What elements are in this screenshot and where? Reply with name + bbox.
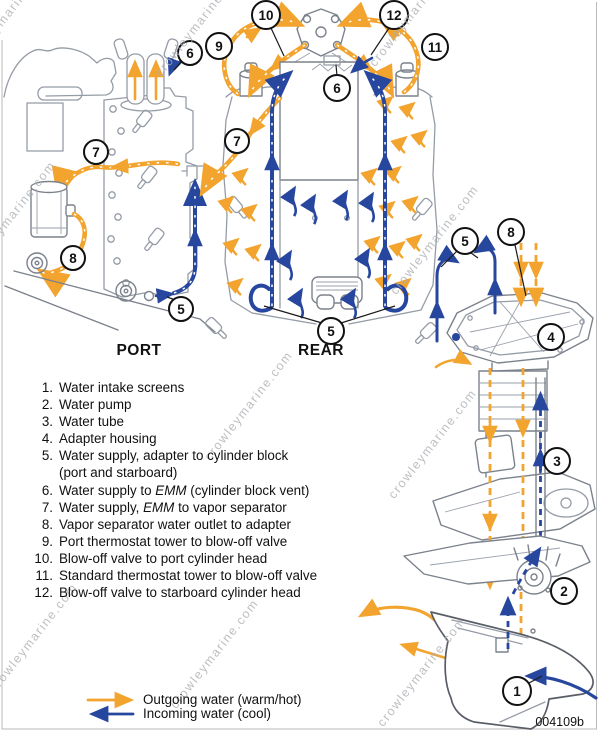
callout-6-port: 6 [177, 40, 203, 66]
callout-4: 4 [537, 323, 565, 351]
incoming-water-label: Incoming water (cool) [143, 706, 272, 721]
port-hose-5 [143, 165, 207, 304]
rear-hose-5-port-side [248, 69, 294, 313]
callout-6-rear: 6 [323, 74, 351, 102]
callout-10: 10 [251, 0, 281, 30]
svg-text:5: 5 [327, 324, 335, 339]
list-item: 10.Blow-off valve to port cylinder head [34, 550, 268, 566]
rear-emm-vent-arrow [350, 55, 374, 74]
svg-text:7: 7 [233, 134, 241, 149]
svg-text:6: 6 [186, 46, 194, 61]
svg-text:2: 2 [560, 584, 568, 599]
list-item: 9.Port thermostat tower to blow-off valv… [41, 533, 288, 549]
list-item: 8.Vapor separator water outlet to adapte… [41, 516, 291, 532]
callout-5-lower: 5 [451, 227, 479, 255]
callout-1: 1 [502, 676, 532, 706]
list-item: 12.Blow-off valve to starboard cylinder … [34, 585, 301, 601]
gearcase [430, 611, 594, 730]
intake-flow [499, 546, 598, 700]
cool-water-arrows [288, 189, 373, 280]
svg-text:9: 9 [215, 39, 223, 54]
adapter-supply-hoses [429, 234, 503, 343]
port-emm-vent-arrow [167, 56, 183, 77]
list-item: 2.Water pump [41, 397, 132, 413]
drawing-number: 004109b [535, 715, 584, 729]
callout-7-port: 7 [83, 139, 109, 165]
flow-legend-arrows [86, 691, 135, 723]
vapor-separator [30, 180, 76, 238]
list-item-continuation: (port and starboard) [59, 465, 178, 481]
callout-11: 11 [421, 33, 449, 61]
svg-text:8: 8 [69, 251, 77, 266]
list-item: 3.Water tube [41, 414, 124, 430]
page-border [1, 2, 597, 730]
callout-8-lower: 8 [497, 218, 525, 246]
svg-text:5: 5 [177, 302, 185, 317]
svg-text:6: 6 [333, 81, 341, 96]
rear-hose-5-starboard-side [363, 69, 409, 313]
callout-2: 2 [550, 577, 578, 605]
svg-text:5: 5 [461, 234, 469, 249]
parts-list: 1.Water intake screens 2.Water pump 3.Wa… [20, 379, 317, 601]
port-thermostat-tower [113, 38, 179, 112]
callout-8-port: 8 [60, 245, 86, 271]
outgoing-water-label: Outgoing water (warm/hot) [143, 692, 302, 707]
list-item: 4.Adapter housing [41, 431, 157, 447]
driveshaft-housing [432, 360, 596, 541]
port-hose-7 [51, 158, 181, 200]
svg-text:4: 4 [547, 330, 555, 345]
svg-text:8: 8 [507, 225, 515, 240]
callout-5-port: 5 [168, 296, 194, 322]
svg-text:1: 1 [513, 684, 521, 699]
list-item: 1.Water intake screens [41, 380, 185, 395]
list-item: 11.Standard thermostat tower to blow-off… [35, 568, 318, 584]
adapter-housing [446, 292, 594, 364]
callout-12: 12 [379, 0, 409, 30]
callout-leaders [166, 27, 543, 684]
callout-5-rear: 5 [317, 317, 345, 345]
list-item: 5.Water supply, adapter to cylinder bloc… [41, 448, 289, 464]
rear-view-label: REAR [298, 342, 344, 359]
svg-text:12: 12 [386, 8, 401, 23]
callout-9: 9 [205, 32, 233, 60]
callout-7-rear: 7 [224, 128, 250, 154]
port-bolts [107, 105, 130, 287]
port-engine-view [3, 38, 216, 333]
list-item: 7.Water supply, EMM to vapor separator [41, 499, 287, 515]
rear-engine-view [199, 1, 439, 347]
svg-text:10: 10 [258, 8, 273, 23]
water-pump [403, 535, 591, 595]
blow-off-valve [292, 8, 347, 64]
port-view-label: PORT [116, 342, 162, 359]
callout-3: 3 [543, 447, 571, 475]
svg-text:7: 7 [92, 145, 100, 160]
svg-text:3: 3 [553, 454, 561, 469]
lower-unit-view [357, 234, 598, 730]
svg-text:11: 11 [428, 40, 443, 55]
list-item: 6.Water supply to EMM (cylinder block ve… [41, 482, 310, 498]
